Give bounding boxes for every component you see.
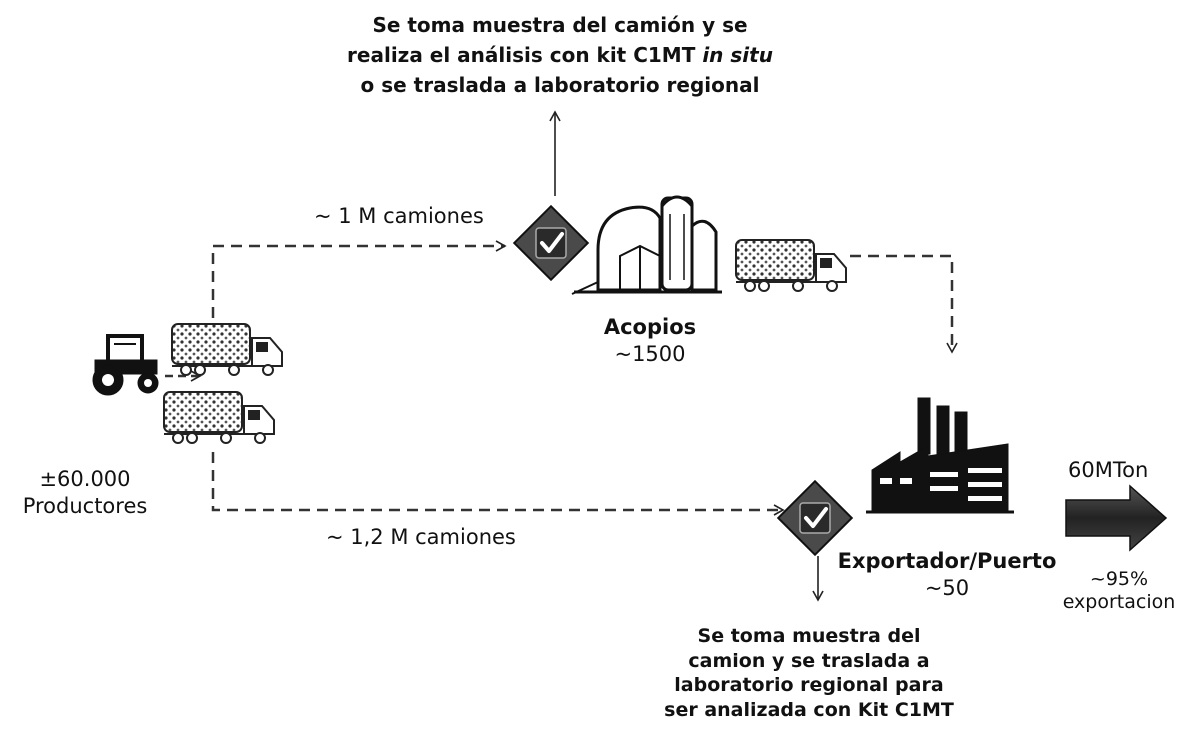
productores-count: ±60.000: [39, 467, 131, 491]
acopios-label: Acopios ~1500: [575, 314, 725, 369]
bottom-note-line-3: laboratorio regional para: [674, 674, 944, 697]
top-note: Se toma muestra del camión y se realiza …: [340, 10, 780, 100]
route-lower-label: ~ 1,2 M camiones: [326, 525, 516, 549]
truck-icon-2: [163, 391, 275, 444]
check-badge-icon-upper: [512, 204, 590, 282]
acopios-name: Acopios: [603, 315, 697, 339]
barn-silo-icon: [571, 195, 722, 295]
truck-icon-3: [735, 239, 847, 292]
bottom-note-line-1: Se toma muestra del: [697, 625, 921, 647]
exportador-label: Exportador/Puerto ~50: [822, 548, 1072, 603]
bottom-note-line-4: ser analizada con Kit C1MT: [664, 699, 954, 722]
export-pct-text: exportacion: [1062, 590, 1176, 613]
export-arrow-icon: [1065, 484, 1168, 552]
factory-icon: [866, 397, 1014, 514]
route-upper-label: ~ 1 M camiones: [314, 204, 484, 228]
truck-icon-1: [171, 323, 283, 376]
top-note-line-2: realiza el análisis con kit C1MT in situ: [347, 43, 773, 67]
bottom-note: Se toma muestra del camion y se traslada…: [664, 624, 954, 723]
acopios-count: ~1500: [614, 342, 686, 367]
productores-label: ±60.000 Productores: [0, 466, 170, 521]
route-upper-line: [211, 240, 507, 318]
exportador-count: ~50: [924, 576, 970, 601]
route-acopios-exportador-line: [850, 254, 958, 354]
bottom-note-line-2: camion y se traslada a: [688, 649, 930, 672]
productores-name: Productores: [22, 494, 148, 519]
tractor-icon: [92, 334, 159, 396]
top-note-line-1: Se toma muestra del camión y se: [372, 13, 748, 37]
exportador-name: Exportador/Puerto: [837, 549, 1057, 573]
route-lower-line: [211, 452, 785, 516]
top-note-italic: in situ: [702, 43, 773, 67]
top-note-line-3: o se traslada a laboratorio regional: [360, 73, 760, 97]
export-pct: ~95%: [1089, 568, 1149, 590]
export-volume-label: 60MTon: [1068, 458, 1149, 482]
check-badge-icon-lower: [776, 479, 854, 557]
export-pct-label: ~95% exportacion: [1060, 568, 1178, 614]
